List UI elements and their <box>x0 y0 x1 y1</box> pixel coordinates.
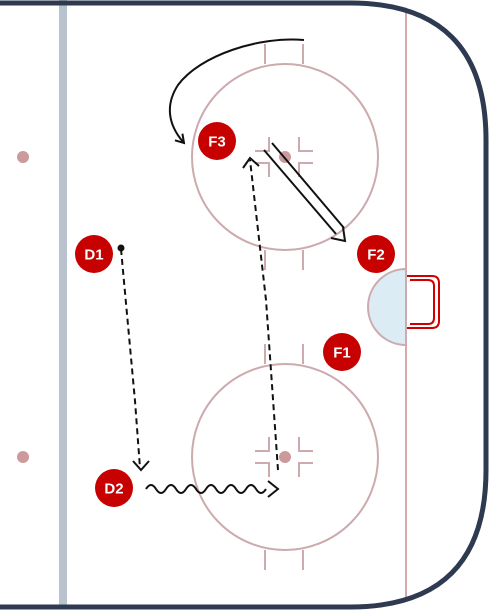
player-d2[interactable]: D2 <box>95 469 133 507</box>
blue-line <box>59 0 67 607</box>
faceoff-circle-bottom <box>191 344 379 570</box>
player-d1[interactable]: D1 <box>75 235 113 273</box>
player-f3-label: F3 <box>208 134 226 151</box>
neutral-dot-bottom <box>17 451 29 463</box>
player-f2[interactable]: F2 <box>357 235 395 273</box>
f3-curve-path <box>168 38 305 145</box>
player-d2-label: D2 <box>104 481 123 498</box>
shot-return-arrow <box>242 156 260 169</box>
d1-to-d2-arrow <box>132 460 150 472</box>
player-d1-label: D1 <box>84 247 103 264</box>
player-f1[interactable]: F1 <box>323 333 361 371</box>
player-f3[interactable]: F3 <box>198 122 236 160</box>
goal-net <box>407 275 440 329</box>
goal-crease <box>367 267 407 347</box>
shot-return-path <box>249 159 279 471</box>
player-f2-label: F2 <box>367 247 385 264</box>
f3-to-f2-pass <box>263 142 347 243</box>
player-f1-label: F1 <box>333 345 351 362</box>
neutral-dot-top <box>17 151 29 163</box>
d2-carry-arrow <box>267 480 280 498</box>
faceoff-dot-bottom <box>279 451 291 463</box>
d1-to-d2-path <box>120 248 141 469</box>
d2-carry-path <box>145 484 267 494</box>
faceoff-circle-top <box>191 44 379 270</box>
d1-puck <box>117 244 125 252</box>
